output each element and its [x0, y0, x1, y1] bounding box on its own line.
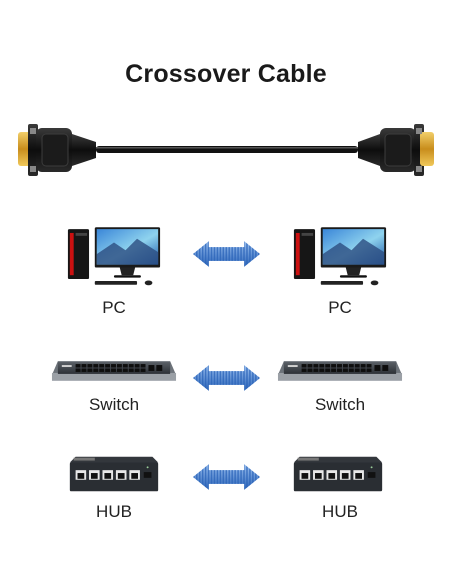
pc-label-left: PC: [102, 298, 126, 317]
cable-icon: [18, 124, 434, 176]
desktop-pc-icon: [292, 224, 388, 288]
network-hub-icon: [66, 454, 162, 494]
hub-label-left: HUB: [96, 502, 132, 521]
double-arrow-icon: [193, 464, 260, 490]
pc-label-right: PC: [328, 298, 352, 317]
network-switch-icon: [50, 352, 178, 384]
switch-label-left: Switch: [88, 395, 140, 414]
page-title: Crossover Cable: [125, 60, 327, 88]
double-arrow-icon: [193, 365, 260, 391]
hub-label-right: HUB: [322, 502, 358, 521]
network-switch-icon: [276, 352, 404, 384]
desktop-pc-icon: [66, 224, 162, 288]
double-arrow-icon: [193, 241, 260, 267]
db9-connector-icon: [18, 124, 96, 176]
db9-connector-icon: [358, 124, 434, 176]
network-hub-icon: [290, 454, 386, 494]
switch-label-right: Switch: [314, 395, 366, 414]
